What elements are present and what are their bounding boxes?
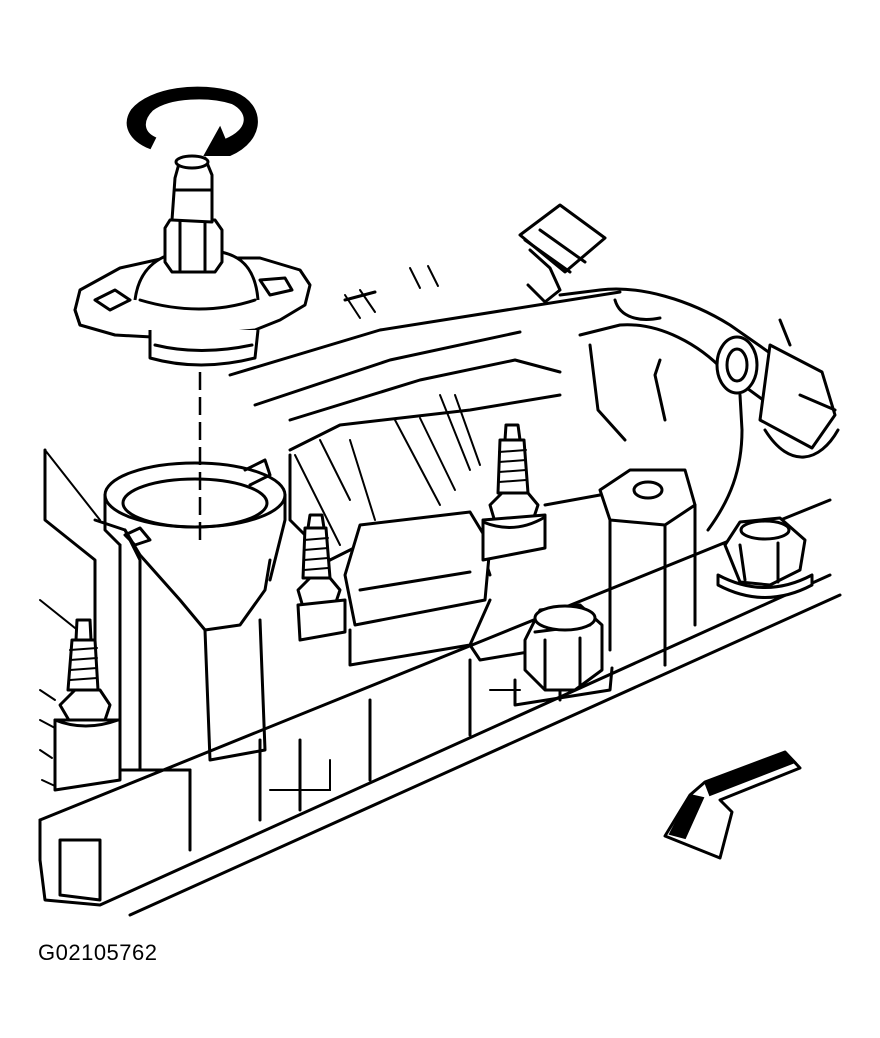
thermostat bbox=[73, 154, 312, 367]
stud-center bbox=[296, 513, 347, 642]
bolt-rear bbox=[716, 516, 814, 599]
bolt-front bbox=[513, 603, 614, 707]
thermostat-housing bbox=[93, 458, 287, 772]
stud-right bbox=[481, 423, 547, 562]
mounting-boss bbox=[543, 468, 697, 667]
coolant-pipe bbox=[228, 203, 840, 532]
stud-left bbox=[53, 618, 122, 792]
front-arrow-icon bbox=[663, 750, 802, 860]
figure-id-label: G02105762 bbox=[38, 940, 158, 965]
rotate-arrow-icon bbox=[126, 86, 258, 156]
